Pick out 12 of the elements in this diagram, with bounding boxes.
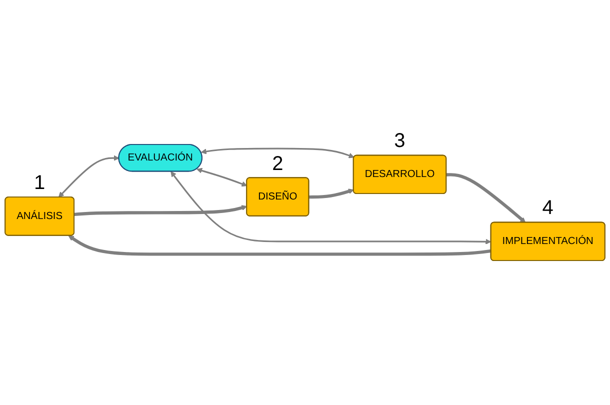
arrow: [446, 173, 526, 223]
arrow: [309, 188, 354, 199]
step-number: 2: [272, 152, 284, 176]
step-number: 3: [394, 130, 406, 154]
step-number: 1: [34, 172, 46, 196]
arrow: [68, 235, 492, 256]
step-number: 4: [542, 197, 554, 220]
arrow: [170, 171, 492, 244]
arrow: [74, 205, 248, 216]
arrow: [196, 168, 248, 187]
arrow: [200, 148, 354, 158]
arrow: [58, 155, 120, 198]
